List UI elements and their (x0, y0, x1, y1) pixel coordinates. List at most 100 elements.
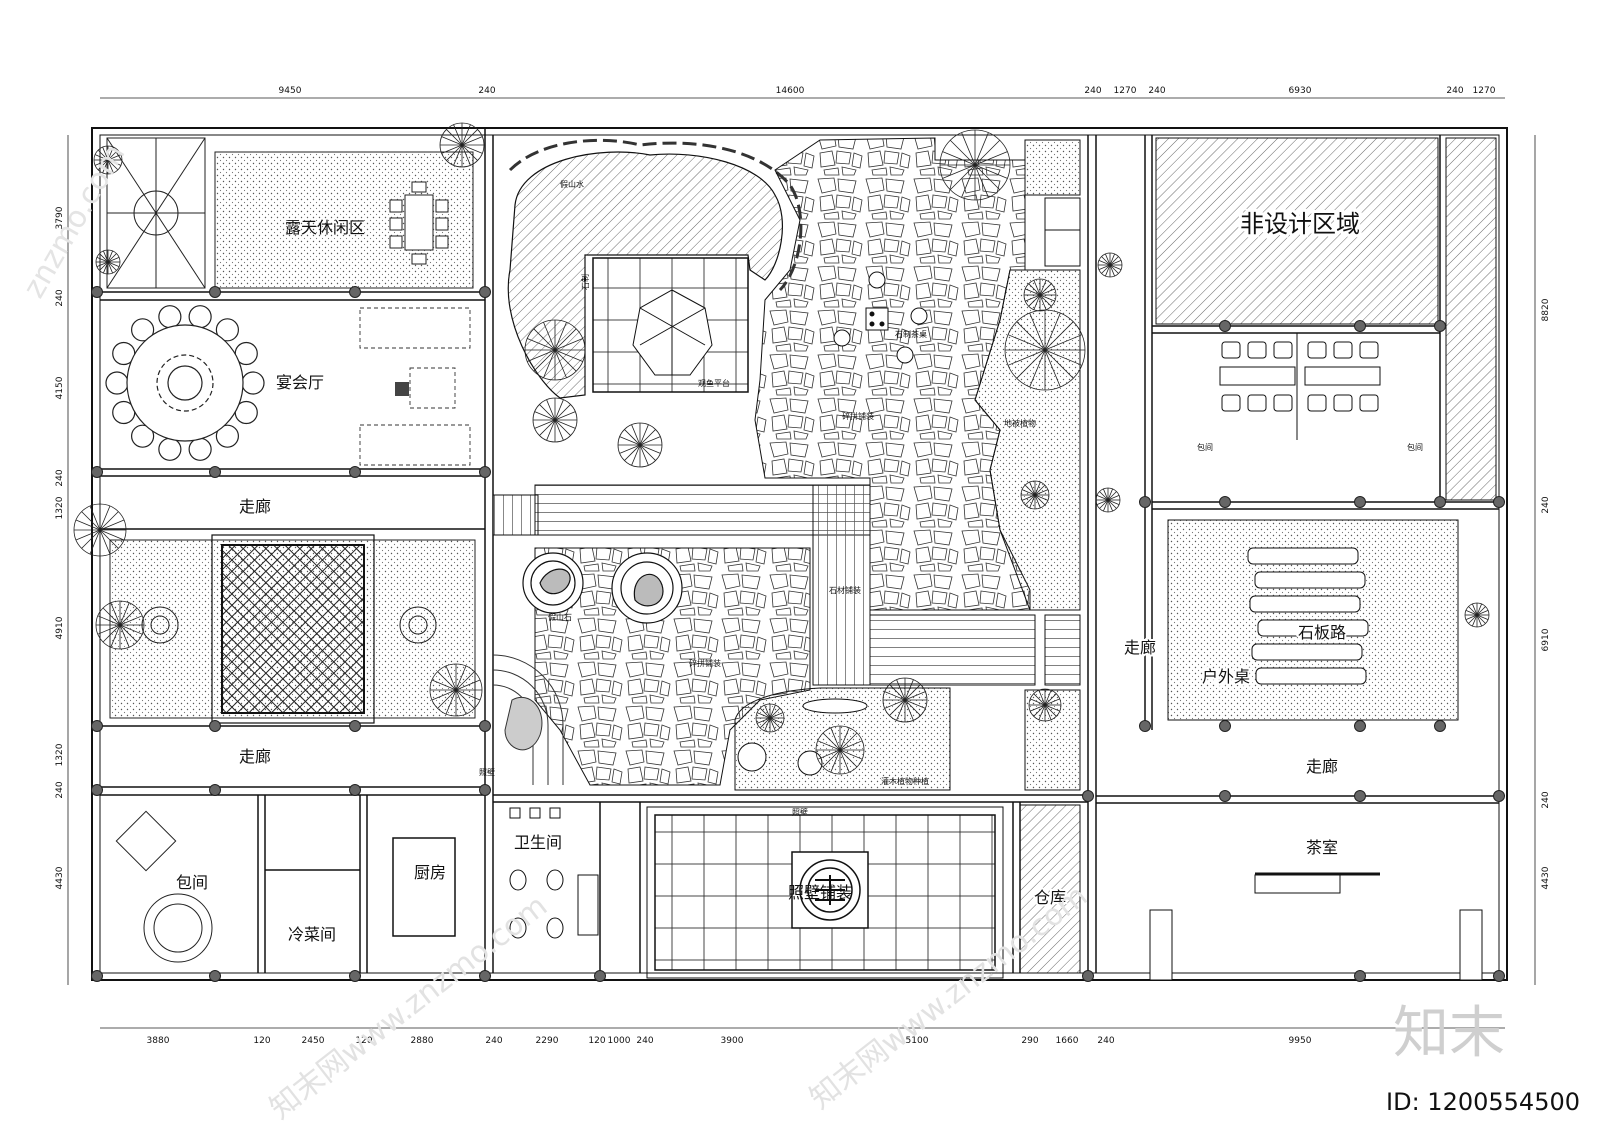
dining-chair (1307, 341, 1327, 359)
restroom-fixtures (509, 807, 599, 939)
courtyard-lattice-frame (211, 534, 375, 724)
screen-paving-label: 照壁铺装 (788, 883, 852, 902)
rockery-label: 假山石 (548, 612, 572, 622)
banquet-hall-label: 宴会厅 (276, 373, 324, 392)
broken-paving-label-2: 碎拼铺装 (689, 658, 721, 668)
storage-label: 仓库 (1034, 888, 1066, 907)
storage-hatch (1019, 804, 1081, 974)
kitchen-label: 厨房 (414, 863, 446, 882)
rockery-stones (522, 552, 683, 624)
tea-room-label: 茶室 (1306, 838, 1338, 857)
column (349, 286, 361, 298)
column (1434, 720, 1446, 732)
tree-symbol (1023, 278, 1057, 312)
steps-left (492, 494, 539, 536)
dim-bottom-16: 9950 (1289, 1036, 1312, 1046)
tree-symbol (1004, 309, 1086, 391)
stone-tea-set (833, 271, 928, 364)
trees (73, 122, 1490, 775)
tree-symbol (95, 249, 121, 275)
dining-chair (1307, 394, 1327, 412)
non-design-label: 非设计区域 (1240, 210, 1360, 238)
broken-paving-label-1: 碎拼铺装 (842, 411, 874, 421)
private-room-b-label: 包间 (1407, 442, 1423, 452)
stone-wall-label: 石制 (580, 274, 590, 290)
left-dimension-labels: 3790 240 4150 240 1320 4910 1320 240 443… (55, 206, 65, 889)
pond (507, 151, 783, 399)
dim-left-7: 1320 (55, 743, 65, 766)
zen-ripples (492, 654, 564, 785)
tree-symbol (939, 129, 1011, 201)
id-watermark: ID: 1200554500 (1386, 1088, 1580, 1116)
dim-top-3: 14600 (776, 86, 805, 96)
banquet-side-furniture (359, 307, 471, 466)
dim-left-6: 4910 (55, 616, 65, 639)
dim-bottom-13: 290 (1021, 1036, 1038, 1046)
dining-chair (1247, 341, 1267, 359)
column (209, 720, 221, 732)
column (1354, 720, 1366, 732)
tree-symbol (532, 397, 578, 443)
column (1354, 496, 1366, 508)
dining-chair (1247, 394, 1267, 412)
dim-left-5: 1320 (55, 496, 65, 519)
private-room-left-label: 包间 (176, 873, 208, 892)
tree-symbol (524, 319, 586, 381)
tea-room-furniture (1149, 872, 1483, 981)
tree-symbol (1464, 602, 1490, 628)
tree-symbol (73, 503, 127, 557)
dim-bottom-8: 120 (588, 1036, 605, 1046)
top-dimension-labels: 9450 240 14600 240 1270 240 6930 240 127… (279, 86, 1496, 96)
dim-bottom-1: 3880 (147, 1036, 170, 1046)
column (209, 466, 221, 478)
dim-left-4: 240 (55, 469, 65, 486)
plant-strip-bottom (1024, 689, 1081, 791)
site-watermark-1: znzmo.com (17, 138, 133, 304)
stone-road-label: 石板路 (1298, 623, 1346, 642)
rockery-water-label: 假山水 (560, 179, 584, 189)
banquet-chair (188, 305, 212, 329)
dim-right-4: 240 (1541, 791, 1551, 808)
dim-bottom-2: 120 (253, 1036, 270, 1046)
dim-bottom-10: 240 (636, 1036, 653, 1046)
banquet-chair (215, 318, 239, 342)
column (1219, 790, 1231, 802)
banquet-chair (158, 437, 182, 461)
screen-medallion (791, 851, 869, 929)
dining-chair (1221, 341, 1241, 359)
column (594, 970, 606, 982)
round-table-large (105, 305, 265, 461)
column (1219, 320, 1231, 332)
bed-planters (737, 698, 868, 776)
column (91, 784, 103, 796)
dim-bottom-11: 3900 (721, 1036, 744, 1046)
tree-symbol (429, 663, 483, 717)
column (349, 970, 361, 982)
private-room-a-label: 包间 (1197, 442, 1213, 452)
dim-bottom-4: 120 (355, 1036, 372, 1046)
cold-dish-label: 冷菜间 (288, 925, 336, 944)
column (209, 970, 221, 982)
corridor-mid-label: 走廊 (239, 747, 271, 766)
column (91, 970, 103, 982)
tree-symbol (617, 422, 663, 468)
bottom-left-walls (257, 795, 456, 973)
dining-chair (1333, 341, 1353, 359)
dim-bottom-7: 2290 (536, 1036, 559, 1046)
column (479, 784, 491, 796)
column (479, 466, 491, 478)
banquet-chair (131, 318, 155, 342)
corridor-right-vertical-label: 走廊 (1124, 638, 1156, 657)
tree-symbol (1020, 480, 1050, 510)
tree-symbol (815, 725, 865, 775)
banquet-chair (241, 371, 265, 395)
dim-top-8: 240 (1446, 86, 1463, 96)
tree-symbol (1095, 487, 1121, 513)
column (479, 970, 491, 982)
gate-top-right (1044, 197, 1081, 267)
dining-chair (1359, 341, 1379, 359)
dim-left-9: 4430 (55, 866, 65, 889)
dim-bottom-9: 1000 (608, 1036, 631, 1046)
courtyard-lattice (221, 544, 365, 714)
